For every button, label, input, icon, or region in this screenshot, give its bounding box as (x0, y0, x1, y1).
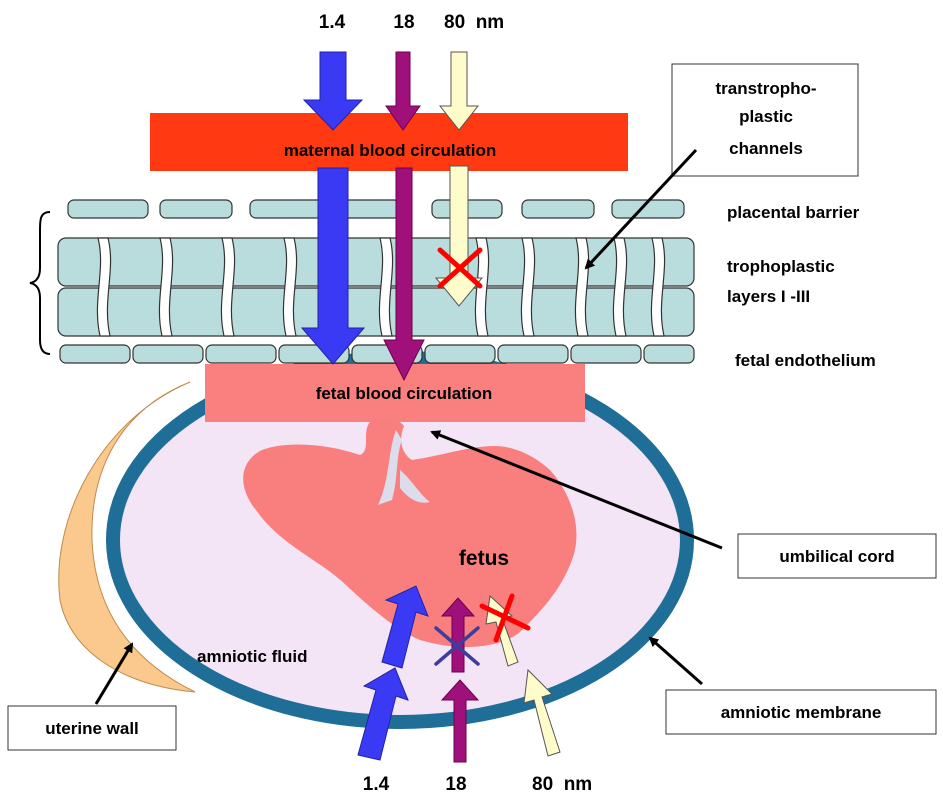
callout-uterine-wall: uterine wall (8, 706, 176, 750)
trophoplastic-label-2: layers I -III (727, 287, 810, 306)
callout-transtrophoplastic: transtropho- plastic channels (672, 64, 858, 176)
amniotic-fluid-label: amniotic fluid (197, 647, 308, 666)
svg-text:plastic: plastic (739, 107, 793, 126)
bottom-size-1-4: 1.4 (363, 774, 390, 795)
svg-text:transtropho-: transtropho- (715, 79, 816, 98)
top-size-18: 18 (393, 12, 414, 33)
placental-barrier-label: placental barrier (727, 203, 860, 222)
top-size-80nm: 80 nm (444, 12, 504, 33)
bottom-size-80nm: 80 nm (532, 774, 592, 795)
pointer-amniotic-membrane (650, 638, 702, 684)
fetal-endothelium-layer (60, 345, 694, 363)
bottom-size-18: 18 (445, 774, 466, 795)
top-size-1-4: 1.4 (319, 12, 346, 33)
placental-barrier-layer (68, 200, 684, 218)
fetal-label: fetal blood circulation (316, 384, 493, 403)
maternal-label: maternal blood circulation (284, 141, 497, 160)
svg-text:uterine wall: uterine wall (45, 719, 139, 738)
svg-text:umbilical cord: umbilical cord (779, 547, 894, 566)
fetal-endothelium-label: fetal endothelium (735, 351, 876, 370)
svg-text:channels: channels (729, 139, 803, 158)
trophoplastic-label-1: trophoplastic (727, 257, 835, 276)
svg-text:amniotic membrane: amniotic membrane (721, 703, 882, 722)
callout-amniotic-membrane: amniotic membrane (666, 690, 936, 734)
fetus-label: fetus (459, 547, 509, 570)
callout-umbilical-cord: umbilical cord (738, 534, 936, 578)
layers-brace (30, 212, 50, 354)
